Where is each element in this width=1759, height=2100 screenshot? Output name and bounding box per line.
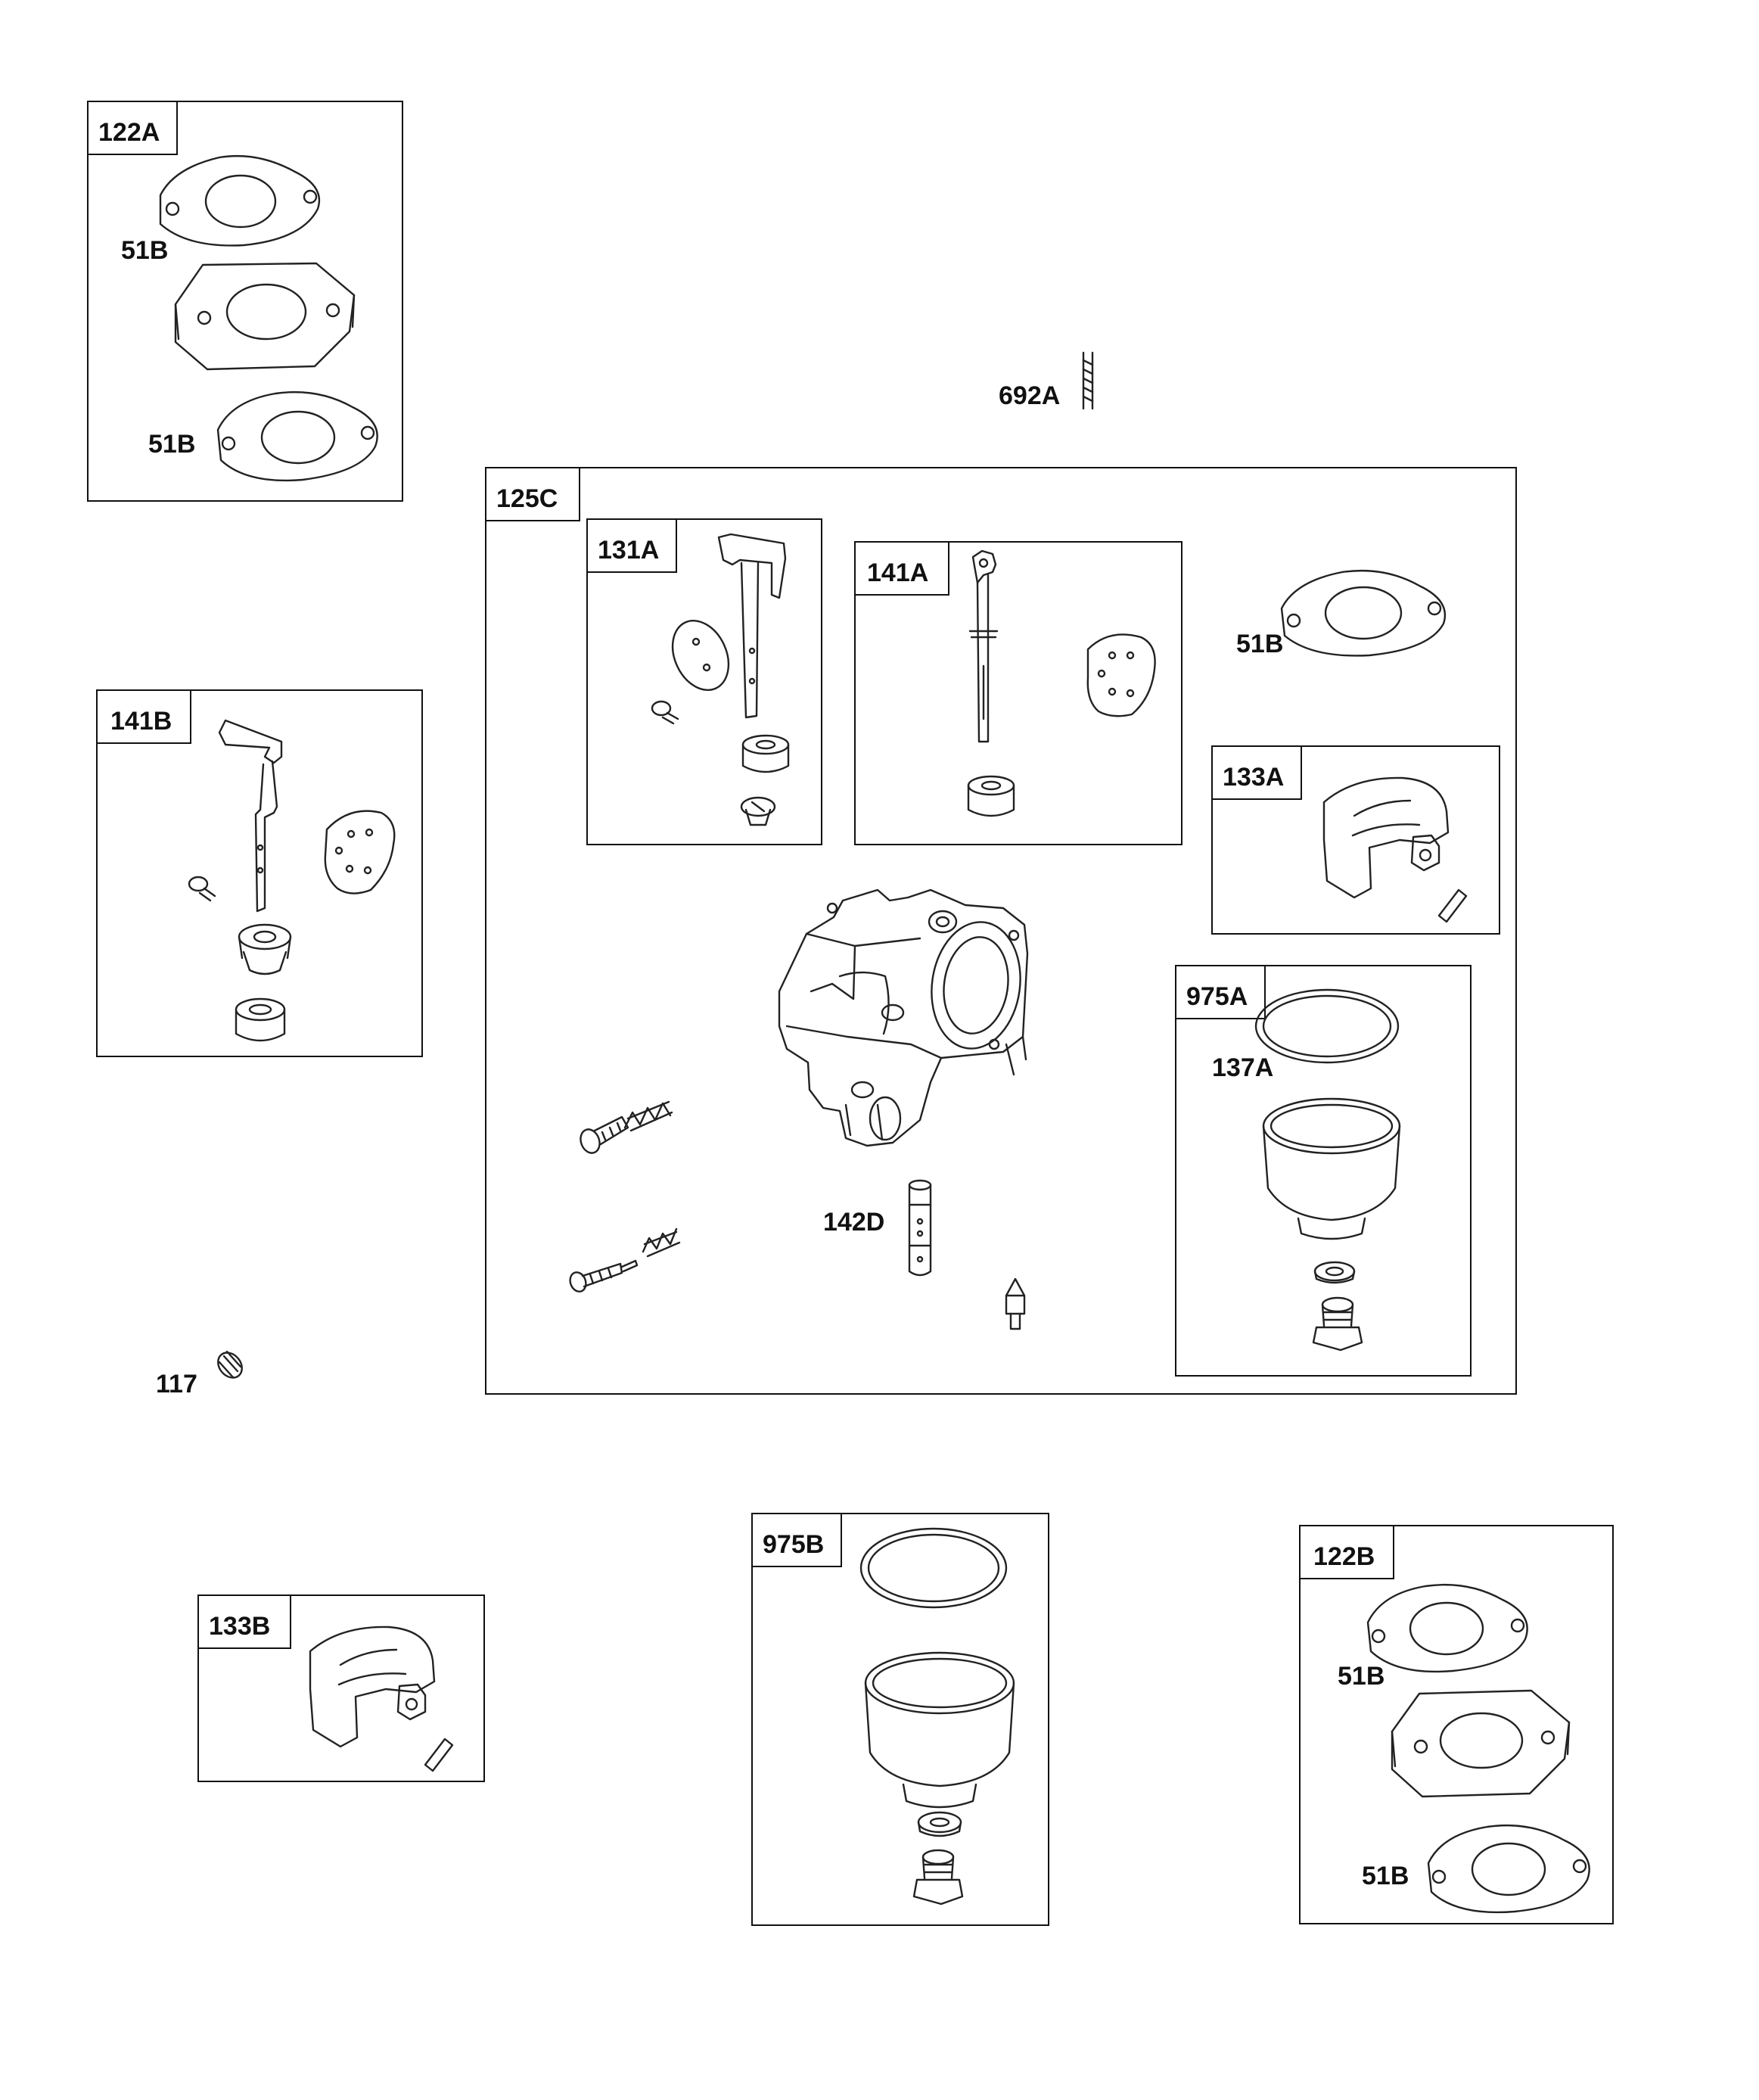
bowl-nut-icon (1312, 1296, 1363, 1352)
group-133b-label: 133B (209, 1612, 270, 1641)
choke-plate-icon (1086, 633, 1156, 717)
mixture-needle-icon (569, 1259, 639, 1293)
o-ring-icon (1254, 988, 1400, 1064)
group-125c-label: 125C (496, 484, 558, 513)
group-133a-label: 133A (1223, 763, 1284, 792)
throttle-shaft-icon (717, 533, 787, 719)
spacer-icon (174, 262, 356, 371)
seal-icon (967, 775, 1015, 817)
part-51b-label: 51B (1236, 630, 1283, 658)
seal-icon (741, 734, 790, 773)
emulsion-tube-icon (908, 1179, 932, 1277)
choke-shaft-icon (218, 719, 283, 913)
part-51b-label: 51B (148, 430, 195, 459)
float-icon (1322, 776, 1450, 899)
group-122a: 122A 51B 51B (87, 101, 403, 502)
group-133a: 133A (1211, 745, 1500, 935)
part-692a: 692A (999, 351, 1094, 410)
part-142d-label: 142D (823, 1208, 884, 1237)
part-692a-label: 692A (999, 381, 1060, 410)
float-bowl-icon (1262, 1097, 1401, 1240)
group-125c: 125C 131A (485, 467, 1517, 1395)
part-117: 117 (156, 1350, 243, 1398)
group-141a-label: 141A (867, 558, 928, 587)
bushing-icon (238, 923, 292, 975)
o-ring-icon (859, 1527, 1008, 1609)
group-122b-label: 122B (1313, 1542, 1375, 1571)
gasket-icon (1280, 569, 1447, 657)
float-icon (309, 1626, 436, 1748)
group-975b-label: 975B (763, 1530, 824, 1559)
pin-icon (424, 1738, 454, 1772)
choke-shaft-icon (968, 549, 999, 743)
float-bowl-icon (864, 1651, 1015, 1809)
seal-icon (235, 997, 286, 1042)
part-51b-label: 51B (1338, 1662, 1385, 1691)
group-975a: 975A 137A (1175, 965, 1472, 1377)
group-975b: 975B (751, 1513, 1049, 1926)
group-122a-label: 122A (98, 118, 160, 147)
spring-icon (623, 1100, 673, 1132)
gasket-icon (1427, 1824, 1590, 1914)
choke-plate-icon (324, 810, 396, 894)
part-117-label: 117 (156, 1370, 197, 1398)
part-51b-label: 51B (1362, 1862, 1409, 1890)
spacer-icon (1391, 1689, 1571, 1798)
group-122b: 122B 51B 51B (1299, 1525, 1614, 1924)
throttle-plate-icon (671, 619, 730, 692)
group-133b: 133B (197, 1594, 485, 1782)
washer-icon (917, 1811, 962, 1837)
group-141b: 141B (96, 689, 423, 1057)
fuel-line-icon (1082, 351, 1094, 410)
gasket-icon (1366, 1583, 1528, 1673)
spring-icon (217, 1350, 243, 1379)
gasket-icon (159, 154, 321, 247)
plug-icon (740, 796, 776, 826)
part-137a-label: 137A (1212, 1053, 1273, 1082)
pin-icon (1437, 888, 1468, 923)
float-needle-icon (1005, 1277, 1026, 1330)
group-141b-label: 141B (110, 707, 172, 736)
washer-icon (1313, 1261, 1356, 1284)
screw-icon (651, 700, 679, 725)
screw-icon (188, 876, 216, 902)
idle-screw-icon (580, 1115, 629, 1154)
spring-icon (642, 1227, 681, 1258)
gasket-icon (216, 390, 378, 482)
group-975a-label: 975A (1186, 982, 1248, 1011)
bowl-nut-icon (912, 1849, 964, 1906)
part-51b-label: 51B (121, 236, 168, 265)
group-131a-label: 131A (598, 536, 659, 565)
carburetor-body-icon (778, 888, 1029, 1147)
group-131a: 131A (586, 518, 822, 845)
group-141a: 141A (854, 541, 1183, 845)
